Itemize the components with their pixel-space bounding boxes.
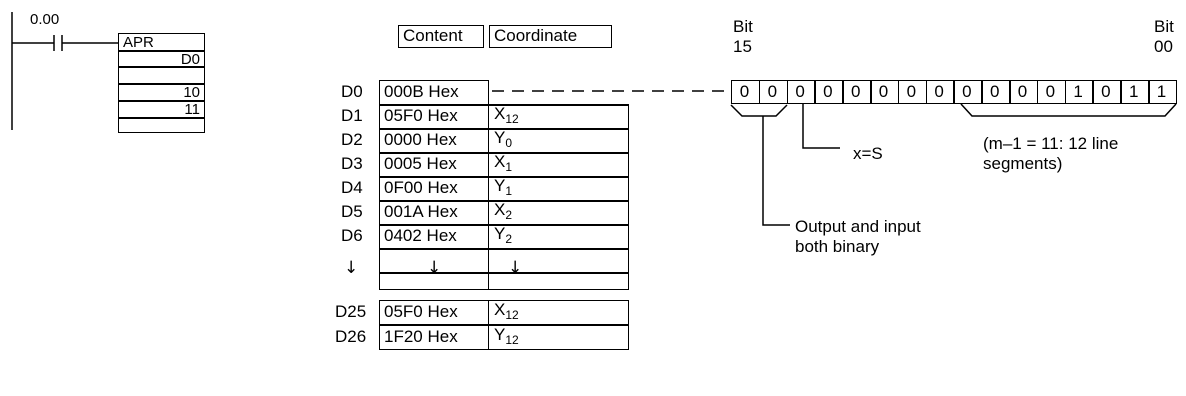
bit-cell: 1 [1073, 82, 1083, 101]
coordinate-value: X12 [494, 104, 519, 126]
coordinate-value: Y0 [494, 128, 513, 150]
word-address: D1 [341, 106, 363, 125]
bit-divider [1120, 80, 1122, 104]
word-address: D25 [335, 302, 367, 321]
down-arrow-icon: ↓ [427, 258, 442, 278]
bit-cell: 0 [795, 82, 805, 101]
segment-count-label-2: segments) [983, 154, 1063, 173]
bit-divider [842, 80, 844, 104]
bit-cell: 1 [1156, 82, 1167, 101]
content-value: 000B Hex [384, 82, 459, 101]
bit-cell: 0 [1101, 82, 1111, 101]
word-address: D0 [341, 82, 363, 101]
table-row-divider [379, 176, 629, 178]
bit-cell: 0 [962, 82, 972, 101]
content-header [398, 25, 484, 48]
coordinate-value: Y1 [494, 176, 513, 198]
bit-divider [1009, 80, 1011, 104]
bit-divider [758, 80, 761, 104]
bit-divider [981, 80, 983, 104]
content-value: 05F0 Hex [384, 302, 458, 321]
operand-source: D0 [180, 51, 200, 68]
binary-label-2: both binary [795, 237, 880, 256]
table-row-divider [379, 128, 629, 130]
table-row-divider [379, 224, 629, 226]
bit-cell: 0 [850, 82, 861, 101]
bit-label-left: Bit [733, 17, 753, 36]
content-value: 05F0 Hex [384, 106, 458, 125]
word-address: D5 [341, 202, 363, 221]
bit-divider [897, 80, 900, 104]
bit-divider [925, 80, 928, 104]
bit-divider [953, 80, 955, 104]
bit-divider [786, 80, 789, 104]
down-arrow-icon: ↓ [344, 258, 359, 278]
operand-destination: 11 [184, 101, 200, 118]
table-row-divider [379, 104, 629, 106]
coordinate-value: Y2 [494, 224, 513, 246]
content-value: 0005 Hex [384, 154, 457, 173]
bit-label-right-number: 00 [1154, 37, 1173, 56]
coordinate-value: X1 [494, 152, 513, 174]
word-address: D4 [341, 178, 363, 197]
table-row-divider [379, 272, 629, 274]
content-value: 0F00 Hex [384, 178, 458, 197]
bit-divider [1064, 80, 1067, 104]
bit-cell: 0 [767, 82, 778, 101]
bit-cell: 0 [989, 82, 1000, 101]
content-value: 001A Hex [384, 202, 458, 221]
word-address: D6 [341, 226, 363, 245]
xs-label: x=S [853, 144, 883, 163]
operand-control: 10 [183, 84, 200, 101]
binary-label: Output and input [795, 217, 921, 236]
bit-label-left-number: 15 [733, 37, 752, 56]
bit-cell: 0 [906, 82, 917, 101]
table-row-divider [379, 248, 629, 250]
bit-divider [1092, 80, 1094, 104]
bit-cell: 0 [878, 82, 889, 101]
content-value: 0000 Hex [384, 130, 457, 149]
word-address: D26 [335, 327, 367, 346]
bit-divider [814, 80, 816, 104]
coordinate-header [489, 25, 612, 48]
bit-divider [1148, 80, 1150, 104]
bit-label-right: Bit [1154, 17, 1174, 36]
coordinate-value: X12 [494, 300, 519, 322]
bit-cell: 1 [1128, 82, 1139, 101]
table-row-divider [379, 152, 629, 154]
instruction-mnemonic: APR [123, 34, 154, 51]
bit-divider [870, 80, 872, 104]
bit-cell: 0 [823, 82, 833, 101]
bit-cell: 0 [1045, 82, 1056, 101]
down-arrow-icon: ↓ [508, 258, 523, 278]
coordinate-value: Y12 [494, 325, 519, 347]
coordinate-value: X2 [494, 200, 513, 222]
content-value: 0402 Hex [384, 226, 457, 245]
bit-divider [1036, 80, 1039, 104]
contact-address: 0.00 [30, 11, 60, 28]
bit-cell: 0 [1017, 82, 1028, 101]
bit-cell: 0 [739, 82, 750, 101]
segment-count-label: (m–1 = 11: 12 line [983, 134, 1119, 153]
word-address: D2 [341, 130, 363, 149]
word-address: D3 [341, 154, 363, 173]
table-row-divider [379, 200, 629, 202]
bit-cell: 0 [934, 82, 944, 101]
content-value: 1F20 Hex [384, 327, 458, 346]
